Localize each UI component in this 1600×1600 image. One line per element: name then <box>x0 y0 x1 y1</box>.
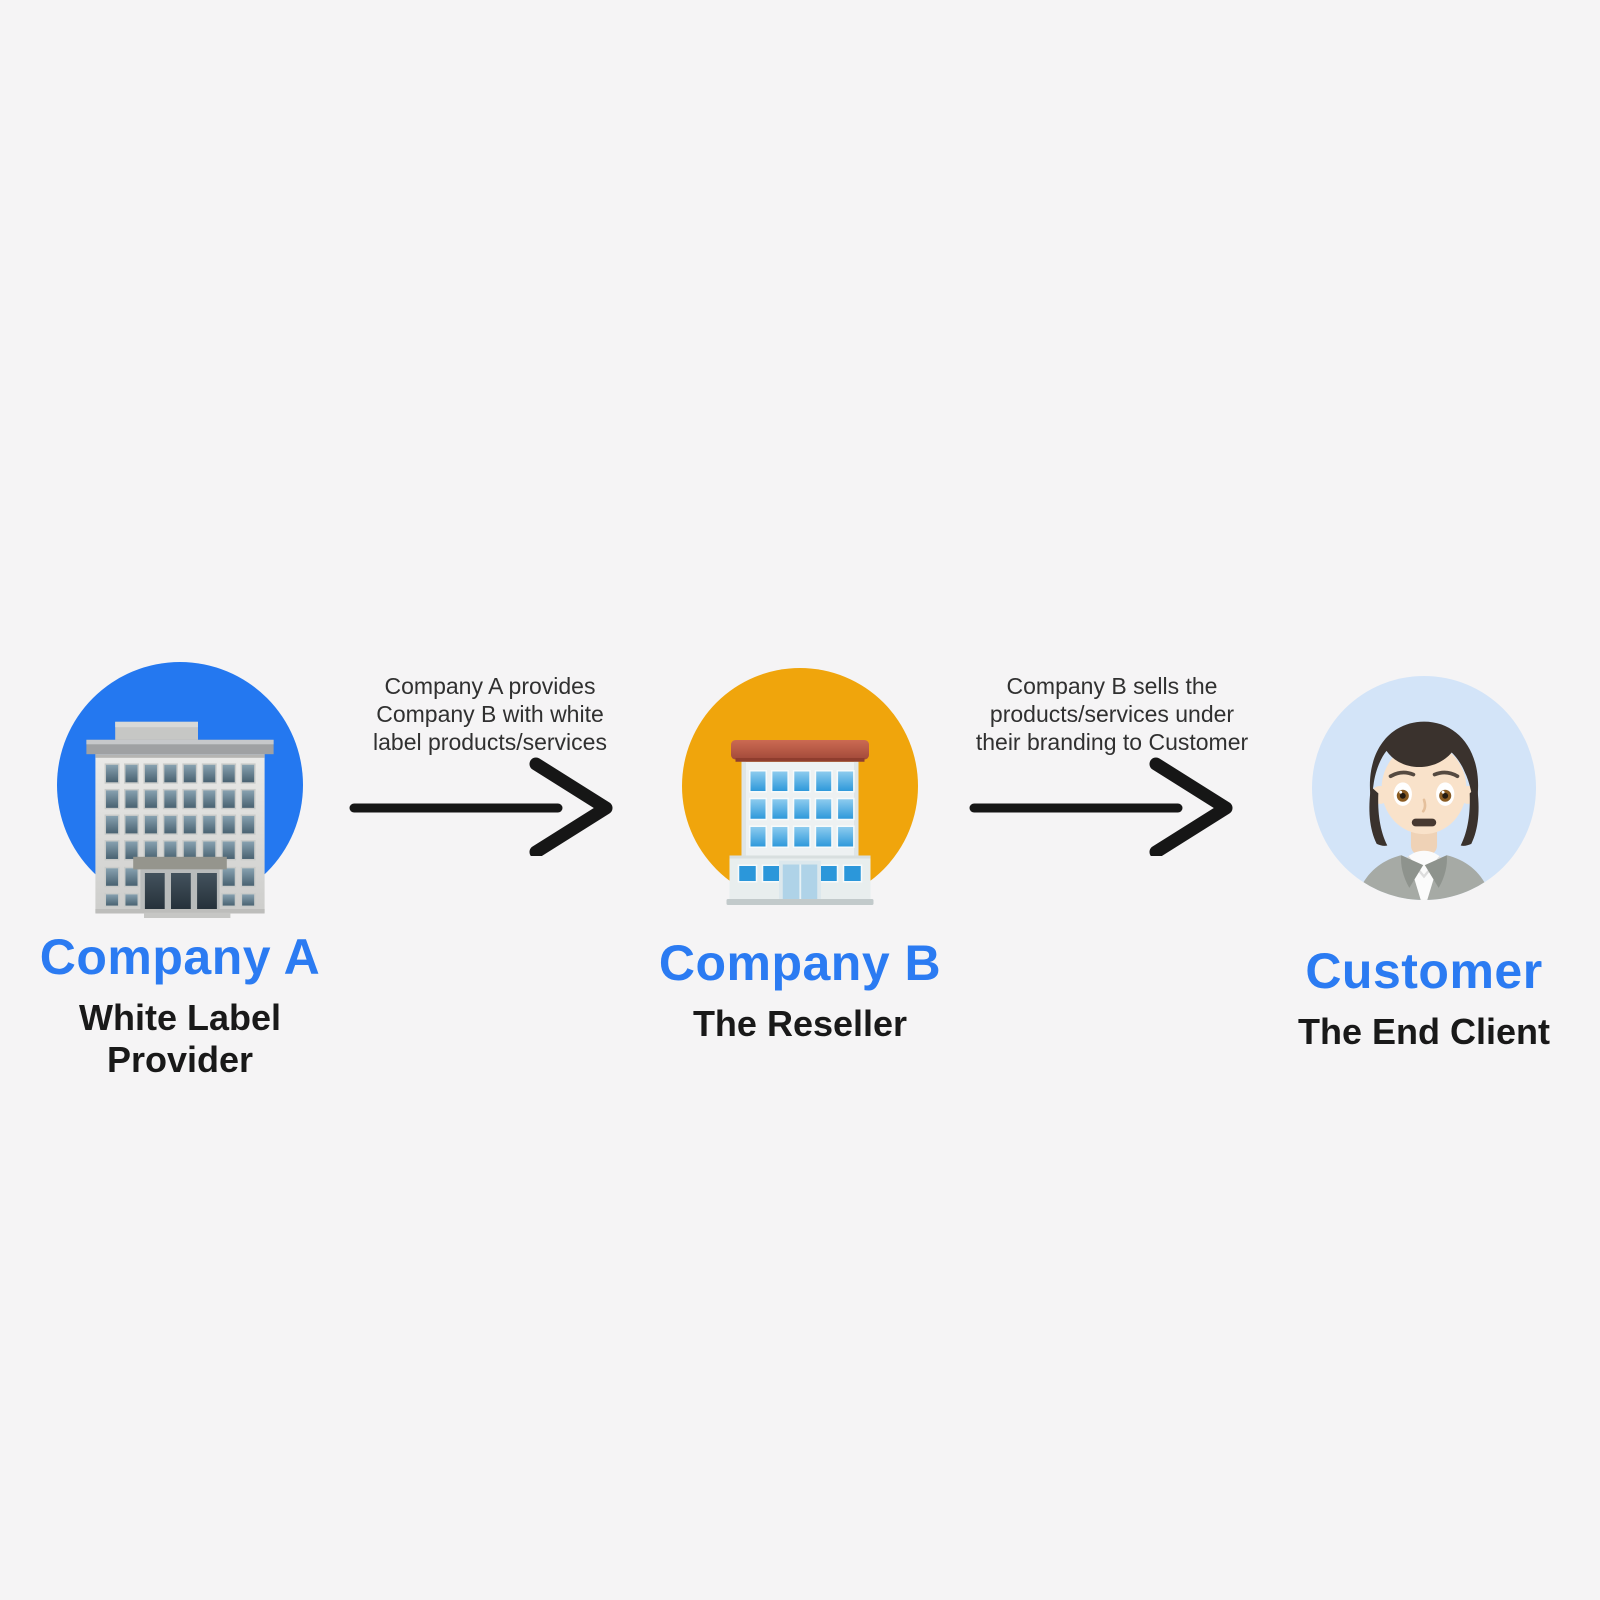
customer-circle <box>1312 676 1536 900</box>
company-b-icon-area <box>630 668 970 920</box>
office-building-icon <box>86 721 274 918</box>
label-line: products/services under <box>989 701 1235 727</box>
company-a-circle <box>57 662 303 918</box>
storefront-building-icon <box>726 740 874 905</box>
label-line: Company B sells the <box>1006 673 1218 699</box>
right-arrow-icon <box>969 757 1233 856</box>
company-a-subtitle: White Label Provider <box>78 997 281 1081</box>
company-a-icon-area <box>10 662 350 918</box>
node-customer: Customer The End Client <box>1254 662 1594 1053</box>
label-line: label products/services <box>373 729 607 755</box>
company-b-subtitle: The Reseller <box>692 1003 908 1044</box>
customer-title: Customer <box>1305 943 1543 999</box>
customer-subtitle: The End Client <box>1298 1011 1550 1052</box>
label-line: their branding to Customer <box>975 729 1249 755</box>
right-arrow-icon <box>349 757 613 856</box>
label-line: Company A provides <box>384 673 596 699</box>
office-worker-person-icon <box>1355 721 1493 900</box>
node-company-b: Company B The Reseller <box>630 662 970 1045</box>
company-b-title: Company B <box>658 935 942 991</box>
company-a-title: Company A <box>39 929 321 985</box>
company-b-circle <box>682 668 918 905</box>
node-company-a: Company A White Label Provider <box>10 662 350 1082</box>
label-line: Company B with white <box>376 701 604 727</box>
customer-icon-area <box>1254 676 1594 928</box>
